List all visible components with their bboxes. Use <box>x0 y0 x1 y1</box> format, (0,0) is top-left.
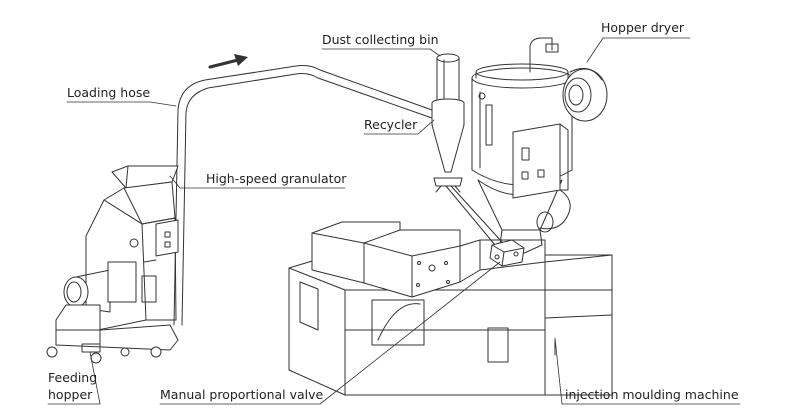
hopper-dryer <box>471 37 608 246</box>
label-recycler: Recycler <box>364 117 418 132</box>
injection-moulding-machine <box>288 221 613 396</box>
label-loading-hose: Loading hose <box>67 85 151 100</box>
dust-collecting-bin <box>436 53 460 104</box>
label-feeding-hopper-line2: hopper <box>48 387 93 402</box>
label-feeding-hopper-line1: Feeding <box>48 370 98 385</box>
recycler <box>431 98 503 246</box>
high-speed-granulator <box>46 165 179 364</box>
leader-lines <box>47 37 741 405</box>
label-injection-moulding-machine: injection moulding machine <box>565 387 739 402</box>
label-manual-proportional-valve: Manual proportional valve <box>160 387 324 402</box>
arrow-right-icon <box>208 54 248 69</box>
label-high-speed-granulator: High-speed granulator <box>206 171 347 186</box>
label-dust-collecting-bin: Dust collecting bin <box>322 32 439 47</box>
label-hopper-dryer: Hopper dryer <box>601 20 685 35</box>
manual-proportional-valve <box>489 239 525 267</box>
loading-hose <box>173 65 433 326</box>
